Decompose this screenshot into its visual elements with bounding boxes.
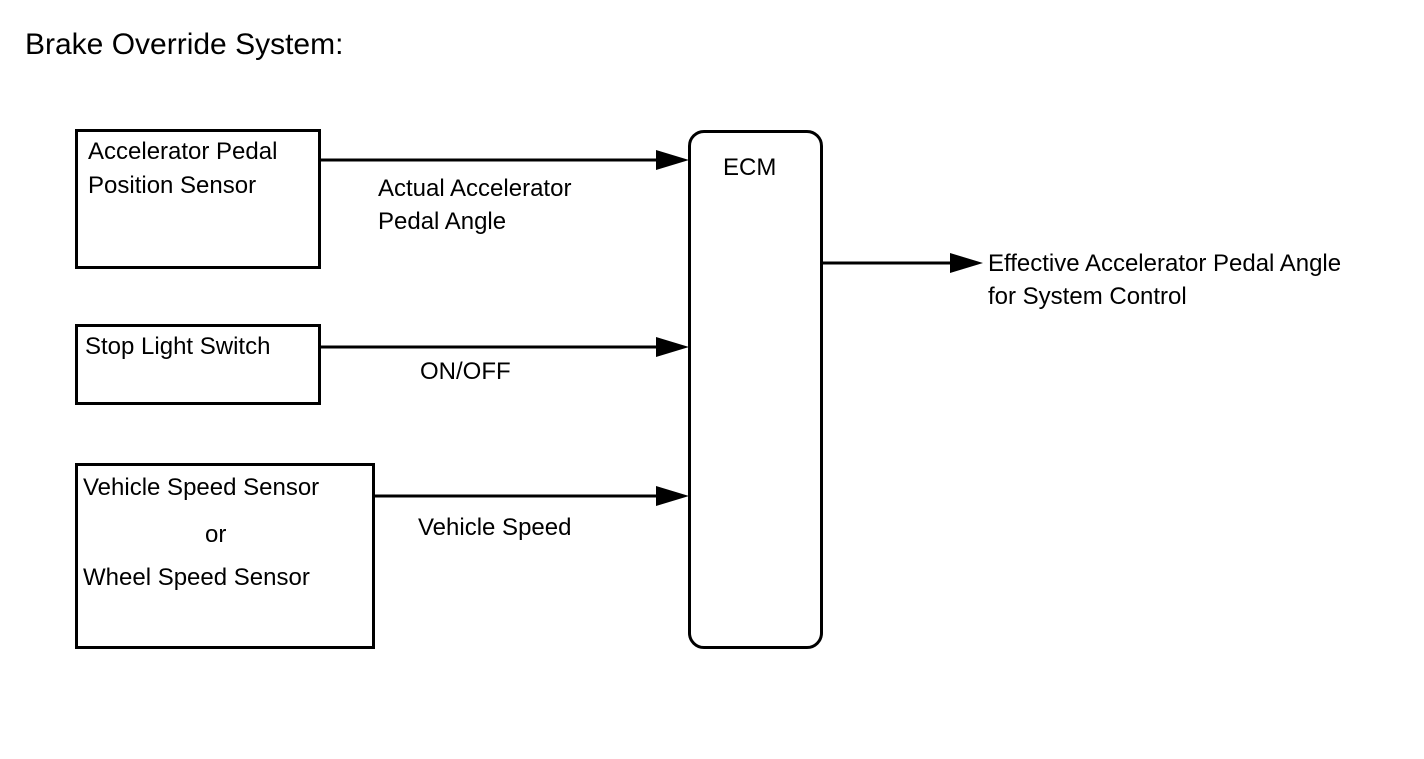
speed-arrowhead <box>656 486 689 506</box>
stop-light-switch-block <box>75 324 321 405</box>
accelerator-signal-label-line1: Actual Accelerator <box>378 175 572 202</box>
accelerator-sensor-label-line2: Position Sensor <box>88 172 257 199</box>
diagram-title: Brake Override System: <box>25 28 344 61</box>
accelerator-signal-label-line2: Pedal Angle <box>378 208 507 235</box>
accelerator-arrowhead <box>656 150 689 170</box>
speed-sensor-block <box>75 463 375 649</box>
accelerator-pedal-position-sensor-block <box>75 129 321 269</box>
accelerator-sensor-label-line1: Accelerator Pedal <box>88 138 278 165</box>
output-signal-label-line2: for System Control <box>988 283 1187 310</box>
vehicle-speed-sensor-label: Vehicle Speed Sensor <box>83 474 320 501</box>
speed-signal-label: Vehicle Speed <box>418 514 572 541</box>
wheel-speed-sensor-label: Wheel Speed Sensor <box>83 564 310 591</box>
stop-light-arrowhead <box>656 337 689 357</box>
or-label: or <box>205 521 227 548</box>
ecm-block <box>688 130 823 649</box>
ecm-label: ECM <box>723 154 777 181</box>
stop-light-switch-label: Stop Light Switch <box>85 333 271 360</box>
output-signal-label-line1: Effective Accelerator Pedal Angle <box>988 250 1342 277</box>
output-arrowhead <box>950 253 983 273</box>
stop-light-signal-label: ON/OFF <box>420 358 511 385</box>
